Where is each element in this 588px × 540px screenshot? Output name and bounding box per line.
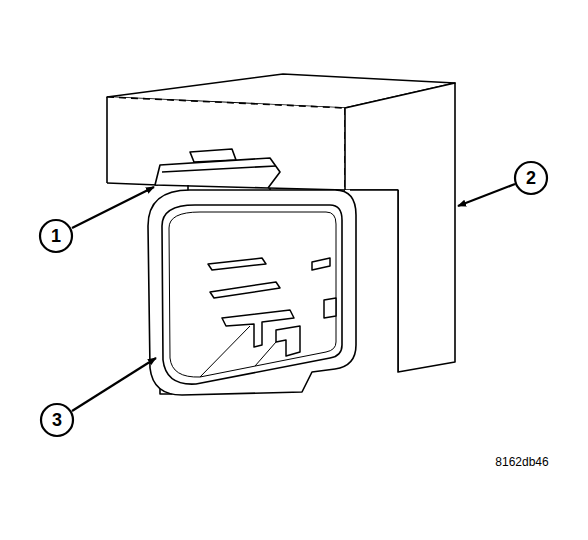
- figure-code: 8162db46: [495, 455, 548, 469]
- shell-edge: [255, 342, 276, 366]
- connector-opening: [162, 205, 342, 384]
- terminal-pin: [208, 258, 266, 270]
- tab-body: [155, 158, 280, 188]
- callout-number: 2: [515, 162, 547, 194]
- housing-edge: [107, 183, 158, 185]
- callout-circle: [40, 220, 72, 252]
- shell-edge: [200, 326, 250, 377]
- leader-line: [458, 184, 515, 206]
- leader-line: [72, 187, 154, 228]
- lower-body-edge: [350, 189, 398, 191]
- connector-shell: [148, 190, 356, 395]
- terminal-pins: [200, 258, 336, 377]
- housing-edge: [106, 97, 108, 183]
- callouts: [40, 162, 547, 436]
- housing-front-face: [107, 97, 345, 190]
- locking-tab: [155, 149, 280, 192]
- connector-seal: [169, 212, 336, 377]
- lower-body-edge: [397, 190, 399, 372]
- housing-side-face: [345, 83, 455, 372]
- leader-line: [72, 358, 156, 411]
- hidden-edge: [107, 97, 345, 108]
- tab-edge: [162, 166, 276, 172]
- terminal-pin: [324, 298, 336, 318]
- callout-number: 3: [41, 404, 73, 436]
- terminal-pin: [210, 282, 280, 298]
- terminal-pin: [312, 258, 330, 270]
- callout-number: 1: [40, 220, 72, 252]
- connector-body: [148, 190, 356, 395]
- terminal-pin: [276, 326, 300, 356]
- callout-circle: [41, 404, 73, 436]
- callout-circle: [515, 162, 547, 194]
